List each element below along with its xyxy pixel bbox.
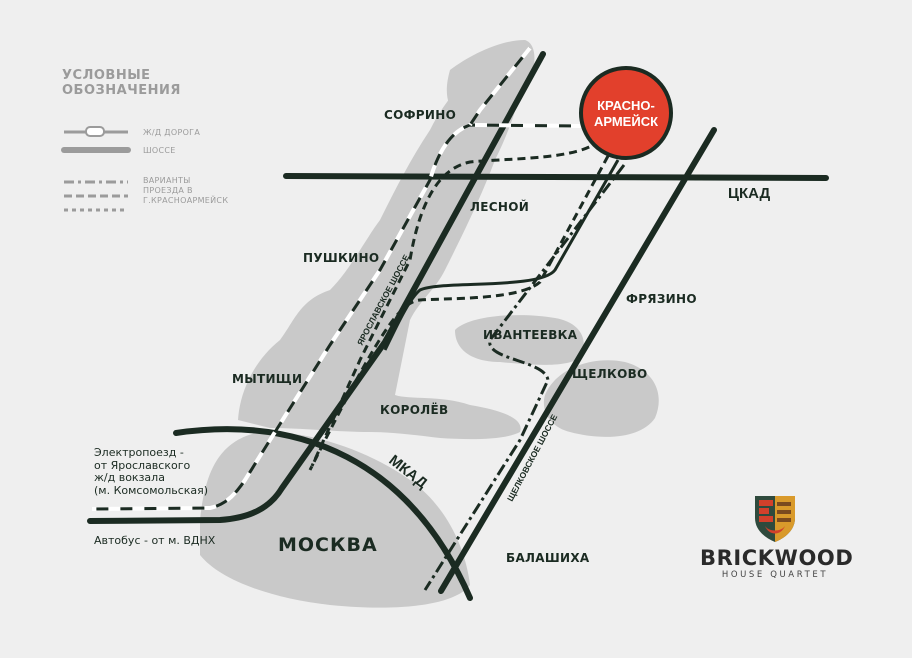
tskad-label: ЦКАД [728,185,771,202]
mytischi-korolev-area [238,44,529,440]
railway [91,46,584,511]
legend-routes-line1: ВАРИАНТЫ [143,176,191,185]
mkad-road [173,426,473,601]
place-fryazino: ФРЯЗИНО [626,292,697,306]
legend-graphics [61,126,131,212]
highways [87,51,829,601]
route-solid-variant [383,159,620,351]
legend-title-line1: УСЛОВНЫЕ [62,68,151,83]
place-balashikha: БАЛАШИХА [506,551,590,565]
train-note: Электропоезд - от Ярославского ж/д вокза… [94,446,209,497]
legend-title-line2: ОБОЗНАЧЕНИЯ [62,83,181,98]
legend-title: УСЛОВНЫЕ ОБОЗНАЧЕНИЯ [62,68,181,98]
route-dashed-2 [310,138,602,467]
yaroslavskoe-highway [87,51,546,524]
place-korolev: КОРОЛЁВ [380,403,449,417]
krasnoarmeysk-marker[interactable] [579,66,673,160]
railway-branch-ties [468,46,532,127]
sofrino-area [446,40,535,120]
route-dashed-1 [308,155,610,471]
train-note-line3: ж/д вокзала [94,471,165,484]
place-moskva: МОСКВА [278,534,378,556]
legend-routes: ВАРИАНТЫ ПРОЕЗДА В Г.КРАСНОАРМЕЙСК [143,176,228,206]
railway-ties [91,122,584,511]
place-ivanteevka: ИВАНТЕЕВКА [483,328,578,342]
legend-routes-line3: Г.КРАСНОАРМЕЙСК [143,196,229,205]
place-schelkovo: ЩЕЛКОВО [572,367,648,381]
place-lesnoy: ЛЕСНОЙ [470,200,530,214]
moscow-area [200,431,470,608]
brickwood-logo-icon [755,496,795,542]
brand-name: BRICKWOOD [700,546,854,570]
brand-block: BRICKWOOD HOUSE QUARTET [700,494,854,580]
tskad-road [283,173,829,181]
brand-subtitle: HOUSE QUARTET [721,570,829,580]
place-sofrino: СОФРИНО [384,108,457,122]
schelkovskoe-highway [438,127,717,594]
urban-areas [200,40,659,608]
route-dashdot [423,164,626,591]
legend-railway: Ж/Д ДОРОГА [143,128,201,137]
schelkovo-area [543,360,659,437]
train-note-line2: от Ярославского [94,458,191,472]
route-variants [308,138,626,591]
place-mytischi: МЫТИЩИ [232,372,303,386]
ivanteevka-area [455,315,584,365]
legend-highway: ШОССЕ [143,146,176,155]
legend-routes-line2: ПРОЕЗДА В [143,186,193,195]
bus-note: Автобус - от м. ВДНХ [94,534,216,547]
destination-line1: КРАСНО- [597,98,655,113]
train-note-line4: (м. Комсомольская) [94,483,209,497]
destination-line2: АРМЕЙСК [594,114,658,129]
train-note-line1: Электропоезд - [94,446,184,459]
place-pushkino: ПУШКИНО [303,251,380,265]
